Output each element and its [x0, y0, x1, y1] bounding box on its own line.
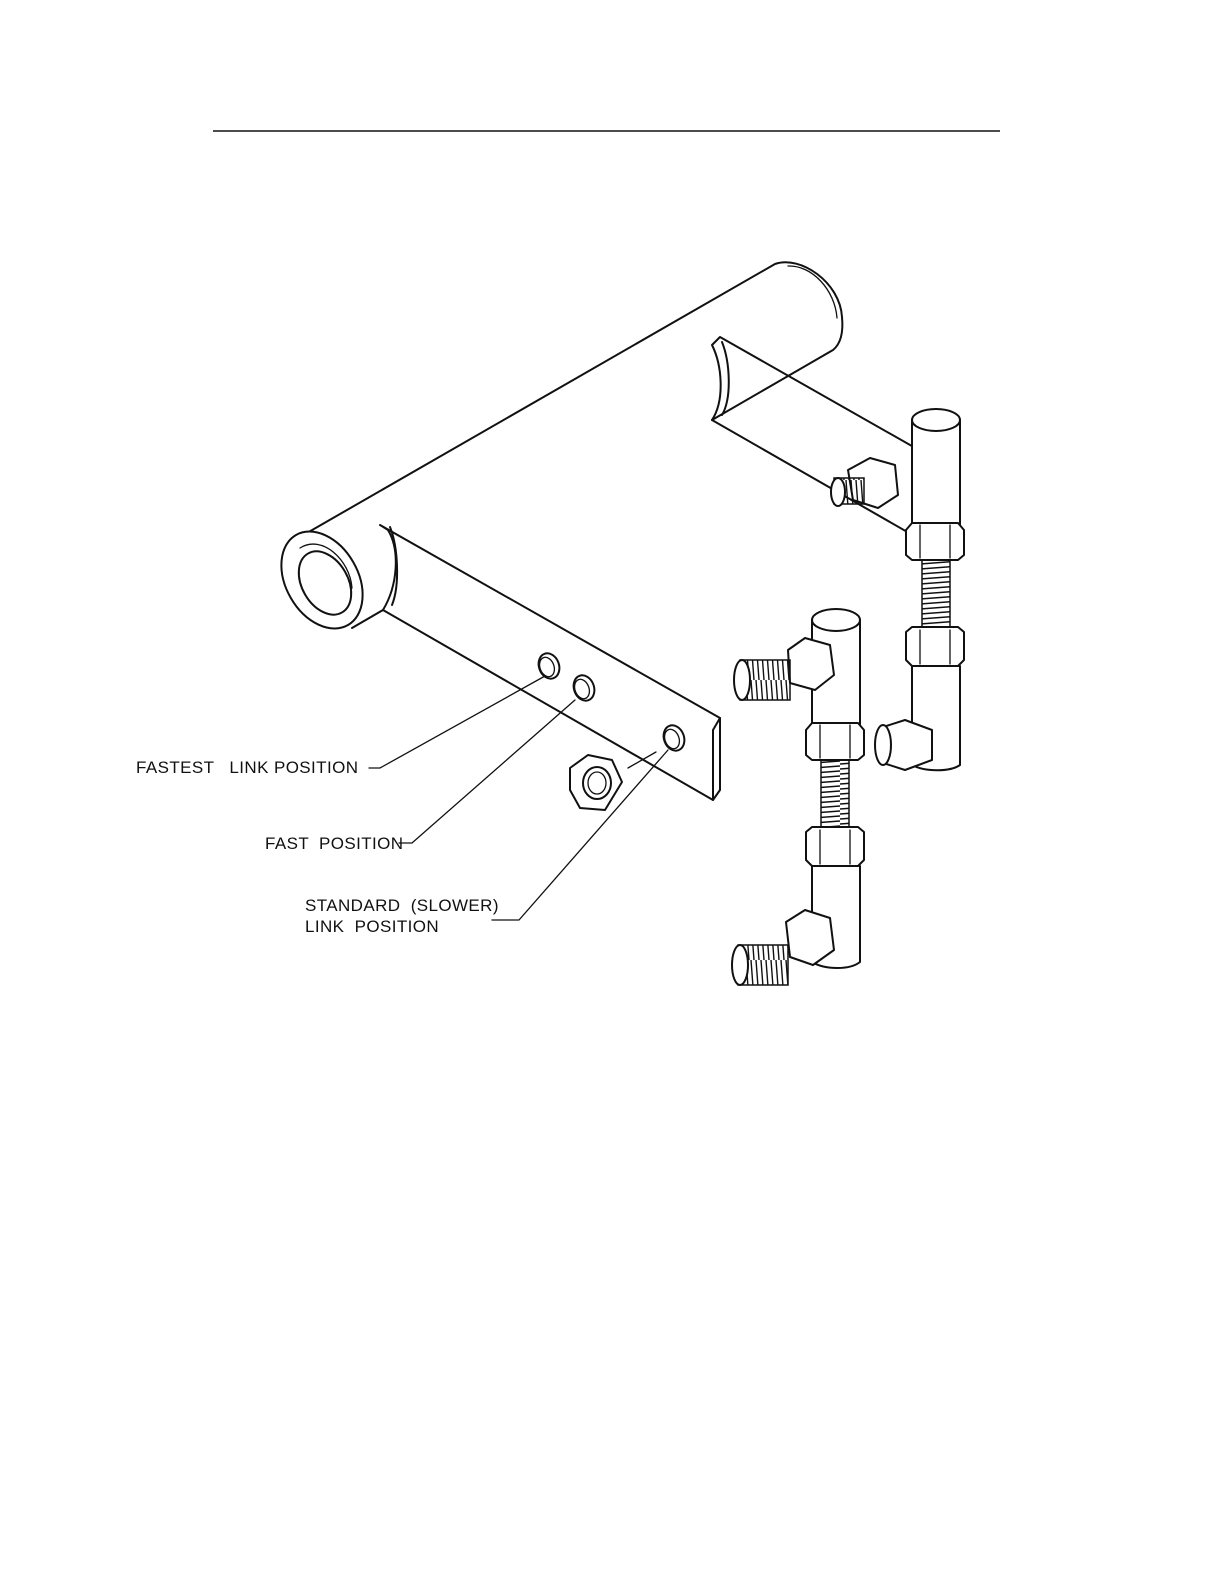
label-fast-position: FAST POSITION: [265, 834, 403, 853]
front-rod-end-assembly: [732, 609, 864, 985]
front-link-plate: [380, 525, 720, 800]
fastest-leader: [369, 676, 545, 768]
label-link-position: LINK POSITION: [305, 917, 439, 936]
label-fastest-link-position: FASTEST LINK POSITION: [136, 758, 358, 777]
label-standard-slower: STANDARD (SLOWER): [305, 896, 499, 915]
cross-tube: [265, 262, 843, 643]
callout-leaders: [369, 676, 668, 920]
fast-leader: [399, 700, 575, 843]
rear-link-plate: [712, 337, 940, 545]
